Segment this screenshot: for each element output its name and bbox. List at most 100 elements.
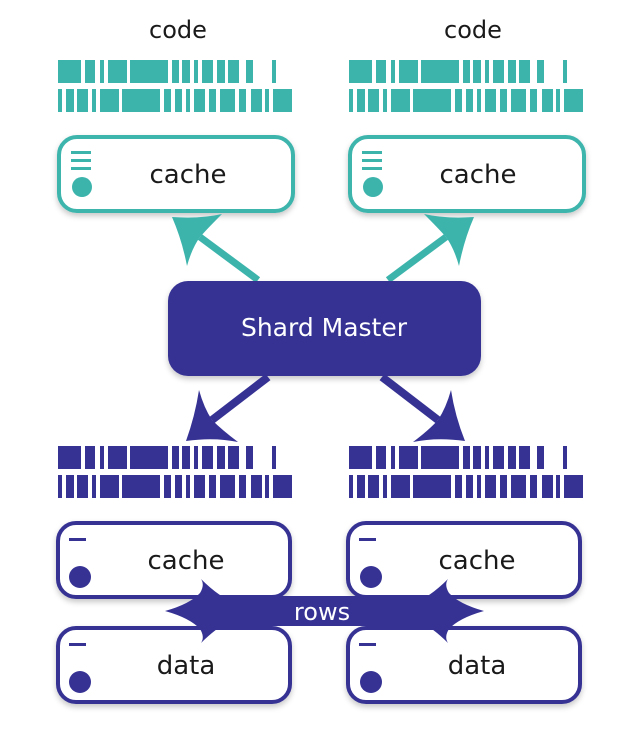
barcode-bar — [477, 89, 481, 112]
barcode-bar — [74, 60, 81, 83]
barcode-bar — [493, 60, 504, 83]
barcode-bar — [66, 475, 74, 498]
barcode-bar — [77, 89, 88, 112]
barcode-bar — [246, 446, 253, 469]
barcode-bar — [399, 446, 418, 469]
barcode-bar — [220, 89, 235, 112]
barcode-bar — [542, 89, 553, 112]
barcode-bar — [376, 446, 386, 469]
barcode-bar — [466, 89, 473, 112]
barcode-bar — [92, 89, 96, 112]
server-icon-dot — [360, 566, 382, 588]
barcode-bar — [92, 475, 96, 498]
barcode-bar — [537, 446, 544, 469]
barcode-bar — [421, 60, 459, 83]
barcode-bar — [66, 89, 74, 112]
barcode-bar — [164, 475, 171, 498]
barcode-bar — [519, 446, 530, 469]
code-label-left: code — [149, 16, 207, 44]
barcode-bar — [194, 89, 205, 112]
barcode-bar — [194, 446, 198, 469]
barcode-bar — [383, 475, 387, 498]
barcode-bar — [175, 89, 182, 112]
cache-label: cache — [148, 546, 225, 576]
barcode-bar — [251, 475, 262, 498]
barcode-bar — [239, 89, 246, 112]
barcode-bar — [220, 475, 235, 498]
barcode-bar — [164, 89, 171, 112]
barcode-bar — [511, 89, 526, 112]
barcode-bar — [473, 446, 481, 469]
barcode-bar — [508, 60, 516, 83]
barcode-bar — [85, 60, 95, 83]
code-label-right: code — [444, 16, 502, 44]
barcode-bar — [108, 446, 127, 469]
barcode-bar — [519, 60, 530, 83]
barcode-bar — [182, 446, 190, 469]
barcode-bar — [228, 446, 239, 469]
shard-master-node: Shard Master — [168, 281, 481, 376]
data-label: data — [157, 651, 216, 681]
barcode-bar — [391, 89, 410, 112]
barcode-bar — [564, 475, 583, 498]
barcode-bar — [391, 475, 410, 498]
barcode-bar — [85, 446, 95, 469]
data-server-bottom-right: data — [346, 626, 582, 704]
barcode-bar — [100, 446, 104, 469]
barcode-bar — [265, 89, 269, 112]
barcode-bar — [239, 475, 246, 498]
barcode-bar — [473, 60, 481, 83]
barcode-bar — [122, 475, 160, 498]
barcode-bar — [556, 89, 560, 112]
barcode-bar — [463, 446, 470, 469]
arrow-master-to-bottom-left — [186, 373, 271, 442]
barcode-bar — [182, 60, 190, 83]
cache-server-bottom-left: cache — [56, 521, 292, 599]
barcode-bar — [265, 475, 269, 498]
barcode-bar — [58, 89, 62, 112]
barcode-bar — [485, 60, 489, 83]
barcode-bar — [251, 89, 262, 112]
barcode-bar — [511, 475, 526, 498]
barcode-bar — [477, 475, 481, 498]
server-icon-bar — [69, 643, 86, 646]
barcode-bar — [357, 475, 365, 498]
barcode-bar — [194, 60, 198, 83]
barcode-bar — [563, 60, 567, 83]
barcode-bar — [564, 89, 583, 112]
barcode-bar — [209, 89, 216, 112]
barcode-bar — [391, 60, 395, 83]
server-icon-dot — [69, 671, 91, 693]
cache-label: cache — [439, 546, 516, 576]
barcode-bar — [217, 446, 225, 469]
server-icon-dot — [69, 566, 91, 588]
data-barcode-bottom-right — [349, 446, 583, 498]
barcode-bar — [349, 89, 353, 112]
barcode-bar — [66, 60, 70, 83]
barcode-bar — [108, 60, 127, 83]
barcode-bar — [202, 446, 213, 469]
arrow-master-to-top-left — [172, 214, 261, 283]
barcode-bar — [485, 446, 489, 469]
barcode-bar — [466, 475, 473, 498]
barcode-bar — [537, 60, 544, 83]
barcode-bar — [542, 475, 553, 498]
barcode-bar — [172, 60, 179, 83]
barcode-bar — [421, 446, 459, 469]
barcode-bar — [228, 60, 239, 83]
barcode-bar — [368, 89, 379, 112]
server-icon-bar — [359, 643, 376, 646]
barcode-bar — [273, 475, 292, 498]
code-barcode-top-right — [349, 60, 583, 112]
barcode-bar — [66, 446, 70, 469]
server-icon-dot — [360, 671, 382, 693]
barcode-bar — [376, 60, 386, 83]
barcode-bar — [563, 446, 567, 469]
cache-label: cache — [150, 160, 227, 190]
barcode-bar — [357, 60, 361, 83]
server-icon-bar — [359, 538, 376, 541]
data-server-bottom-left: data — [56, 626, 292, 704]
barcode-bar — [77, 475, 88, 498]
barcode-bar — [100, 60, 104, 83]
